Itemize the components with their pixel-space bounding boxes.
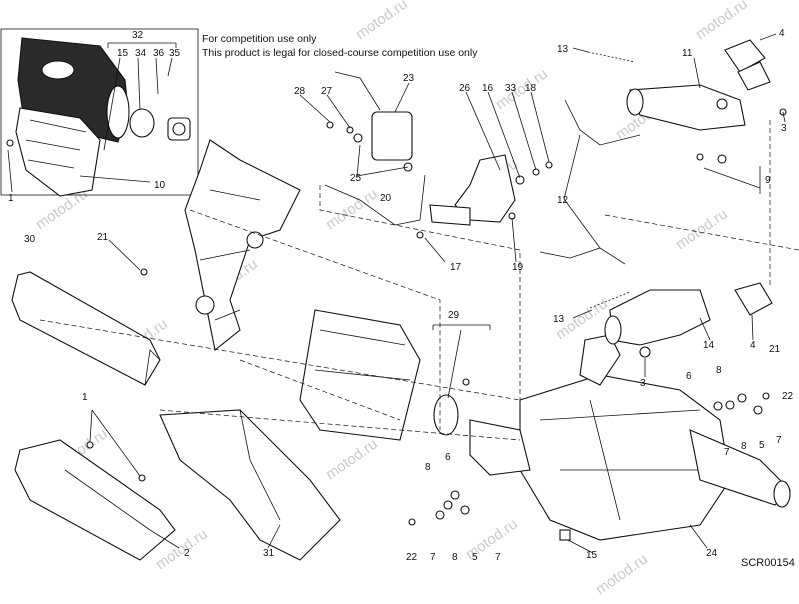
flange-upper [737,61,771,91]
callout-18: 18 [525,83,537,94]
callout-5-right: 5 [759,440,765,451]
callout-8-right-top: 8 [716,365,722,376]
subframe-bracing [199,189,261,321]
callout-3-lower: 3 [640,378,646,389]
assembly-lines [39,120,799,441]
exhaust-servo-23 [371,111,413,161]
callout-7-right-b: 7 [724,447,730,458]
svg-text:motod.ru: motod.ru [323,185,381,233]
callout-20: 20 [380,193,392,204]
callout-22-bottom: 22 [406,552,418,563]
cover-2 [14,439,176,561]
callout-22-right: 22 [782,391,794,402]
callout-4-upper: 4 [779,28,785,39]
callout-36: 36 [153,48,165,59]
bracket-17 [429,204,471,226]
competition-notice: For competition use only This product is… [202,32,477,60]
callout-6-bottom: 6 [445,452,451,463]
callout-21-left: 21 [97,232,109,243]
inset-heat-shield-ribs [25,119,87,169]
callout-7-bottom-b: 7 [495,552,501,563]
clamp-29 [433,394,459,436]
callout-7-bottom-a: 7 [430,552,436,563]
rear-subframe [184,139,301,351]
rubber-15 [559,529,571,541]
svg-text:motod.ru: motod.ru [323,435,381,483]
callout-6-right: 6 [686,371,692,382]
callout-17: 17 [450,262,462,273]
callout-32: 32 [132,30,144,41]
callout-24: 24 [706,548,718,559]
spring-13-lower [589,291,631,309]
callout-labels: 32 15 34 36 35 1 10 13 11 4 3 23 28 27 2… [8,28,794,563]
gasket-4-upper [724,39,766,73]
callout-28: 28 [294,86,306,97]
subframe-mount [195,295,215,315]
callout-10: 10 [154,180,166,191]
spring-13-upper [587,51,636,63]
cover-30 [11,271,161,386]
servo-cable-upper [334,71,381,111]
inset-sensor-nut [172,122,186,136]
bracket-26 [454,154,516,223]
inset-frame [0,28,199,196]
callout-21-right: 21 [769,344,781,355]
callout-33: 33 [505,83,517,94]
callout-27: 27 [321,86,333,97]
servo-cable-20 [324,174,426,226]
callout-8-right-bottom: 8 [741,441,747,452]
callout-16: 16 [482,83,494,94]
muffler-inlet [469,419,531,476]
svg-text:motod.ru: motod.ru [493,65,551,113]
callout-1-inset: 1 [8,193,14,204]
callout-14: 14 [703,340,715,351]
downpipe-11 [629,84,746,131]
callout-15: 15 [586,550,598,561]
callout-9: 9 [765,175,771,186]
callout-15-inset: 15 [117,48,129,59]
callout-7-right-a: 7 [776,435,782,446]
callout-30: 30 [24,234,36,245]
inset-heat-shield [15,107,101,197]
muffler-24 [519,374,731,541]
callout-12: 12 [557,195,569,206]
callout-29: 29 [448,310,460,321]
callout-3-upper: 3 [781,123,787,134]
callout-5-bottom: 5 [472,552,478,563]
svg-text:motod.ru: motod.ru [673,205,731,253]
gasket-4-lower [734,282,773,316]
callout-8-bottom-bottom: 8 [452,552,458,563]
svg-text:motod.ru: motod.ru [593,550,651,598]
diagram-code: SCR00154 [741,557,795,569]
lambda-wire-lower [539,247,626,265]
downpipe-14 [609,289,711,346]
callout-19: 19 [512,262,524,273]
callout-1: 1 [82,392,88,403]
lambda-wire-upper [564,99,641,146]
callout-25: 25 [350,173,362,184]
competition-notice-line-1: For competition use only [202,33,317,45]
callout-13-upper: 13 [557,44,569,55]
callout-34: 34 [135,48,147,59]
callout-2: 2 [184,548,190,559]
callout-26: 26 [459,83,471,94]
subframe-mount-2 [246,231,264,249]
fasteners [6,98,787,526]
callout-4-lower: 4 [750,340,756,351]
leader-lines [89,33,786,554]
callout-31: 31 [263,548,275,559]
svg-text:motod.ru: motod.ru [693,0,751,43]
competition-notice-line-2: This product is legal for closed-course … [202,47,478,59]
callout-23: 23 [403,73,415,84]
callout-13-lower: 13 [553,314,565,325]
heat-shield-31 [159,409,341,561]
inset-clamp [129,108,155,138]
callout-8-bottom-top: 8 [425,462,431,473]
callout-35: 35 [169,48,181,59]
callout-11: 11 [682,48,693,59]
